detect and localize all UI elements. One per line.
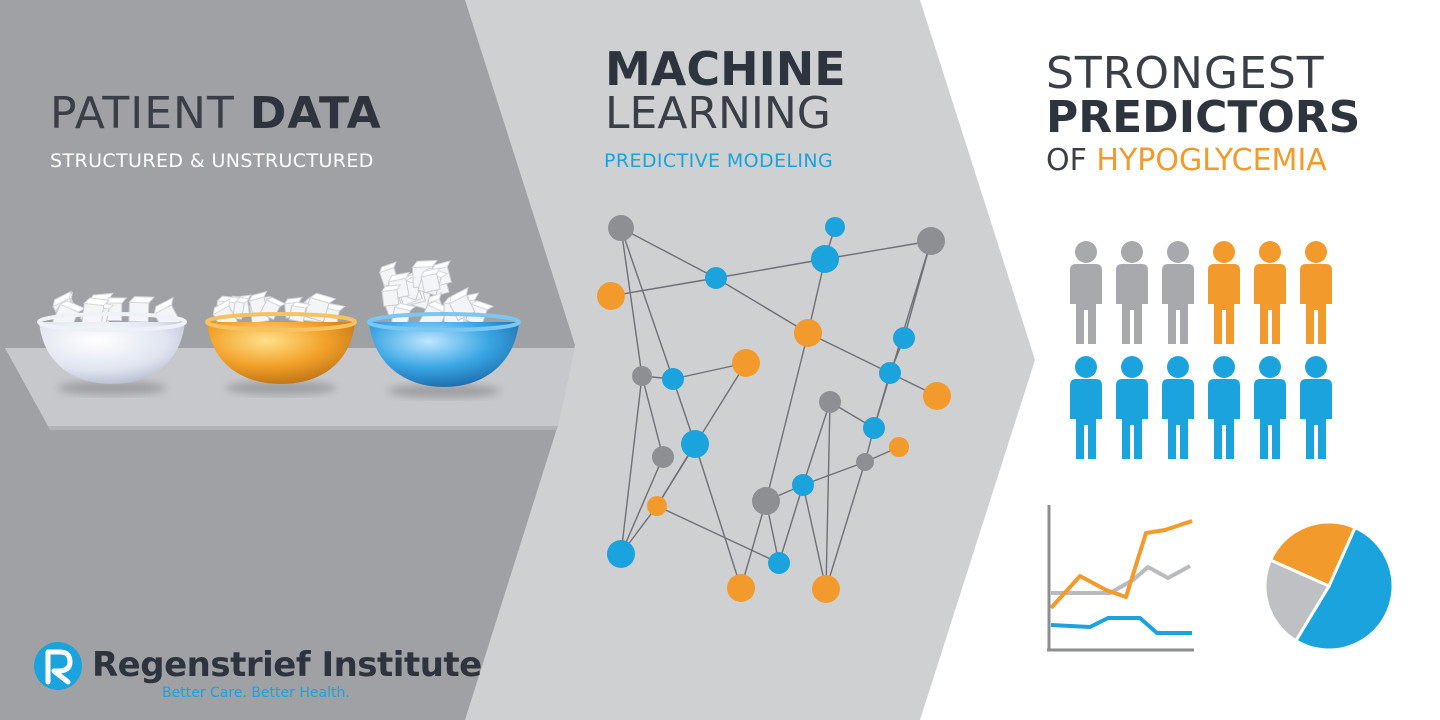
network-node — [879, 362, 901, 384]
patient-data-title: PATIENT DATA — [50, 92, 382, 136]
predictors-title-line3: OF HYPOGLYCEMIA — [1046, 146, 1327, 176]
network-node — [893, 327, 915, 349]
chart-line-orange — [1049, 519, 1193, 610]
sugar-cubes — [378, 259, 495, 332]
machine-learning-title-line1: MACHINE — [605, 42, 846, 96]
network-node — [768, 552, 790, 574]
person-icon — [1208, 241, 1240, 344]
network-node — [923, 382, 951, 410]
network-edge — [740, 500, 767, 589]
person-icon — [1254, 241, 1286, 344]
regenstrief-logo-icon — [34, 642, 82, 690]
network-node — [727, 574, 755, 602]
network-node — [811, 245, 839, 273]
person-icon — [1254, 356, 1286, 459]
network-node — [819, 391, 841, 413]
person-icon — [1070, 241, 1102, 344]
network-node — [652, 446, 674, 468]
pie-slice-orange — [1268, 520, 1358, 588]
network-node — [597, 282, 625, 310]
network-edge — [656, 505, 780, 564]
network-node — [607, 540, 635, 568]
line-chart-icon — [1047, 505, 1194, 652]
network-node — [608, 215, 634, 241]
network-edge — [715, 277, 809, 334]
sugar-bowls — [37, 259, 521, 398]
network-node — [812, 575, 840, 603]
network-edge — [802, 461, 866, 486]
predictors-title-line1: STRONGEST — [1046, 48, 1325, 99]
person-icon — [1116, 241, 1148, 344]
pie-slice-blue — [1293, 525, 1395, 652]
network-edge — [807, 332, 891, 374]
person-icon — [1116, 356, 1148, 459]
network-nodes — [597, 215, 951, 603]
title-bold-part: DATA — [249, 88, 382, 139]
network-edge — [620, 227, 643, 377]
network-node — [794, 319, 822, 347]
title-hypoglycemia: HYPOGLYCEMIA — [1096, 143, 1327, 178]
pie-chart-icon — [1263, 520, 1395, 652]
network-edge — [778, 484, 804, 564]
network-edge — [715, 258, 826, 279]
network-edge — [824, 240, 932, 260]
network-node — [647, 496, 667, 516]
network-edge — [802, 484, 827, 590]
network-node — [889, 437, 909, 457]
network-node — [856, 453, 874, 471]
network-node — [732, 349, 760, 377]
network-edge — [694, 443, 742, 589]
neural-network — [597, 215, 951, 603]
network-node — [705, 267, 727, 289]
network-node — [825, 217, 845, 237]
network-edge — [765, 332, 809, 502]
machine-learning-title-line2: LEARNING — [605, 88, 831, 139]
chart-line-blue — [1050, 616, 1192, 635]
logo-tagline: Better Care. Better Health. — [162, 685, 350, 701]
network-node — [917, 227, 945, 255]
network-node — [792, 474, 814, 496]
orange-bowl — [205, 290, 357, 395]
network-edge — [620, 227, 717, 279]
network-edge — [825, 401, 831, 590]
person-icon — [1208, 356, 1240, 459]
person-icon — [1162, 356, 1194, 459]
network-node — [752, 487, 780, 515]
title-of: OF — [1046, 143, 1097, 178]
network-node — [863, 417, 885, 439]
person-icon — [1300, 356, 1332, 459]
network-edge — [620, 227, 674, 380]
person-icon — [1162, 241, 1194, 344]
network-edge — [825, 461, 866, 590]
person-icon — [1300, 241, 1332, 344]
network-edge — [610, 277, 717, 297]
network-edge — [620, 456, 664, 555]
logo-name: Regenstrief Institute — [92, 645, 482, 685]
people-figures — [1070, 241, 1332, 459]
network-edge — [620, 375, 643, 555]
chart-line-grey — [1051, 564, 1191, 595]
white-bowl — [37, 290, 187, 395]
title-light-part: PATIENT — [50, 88, 250, 139]
network-node — [662, 368, 684, 390]
network-node — [681, 430, 709, 458]
network-node — [632, 366, 652, 386]
blue-bowl — [367, 259, 521, 398]
person-icon — [1070, 356, 1102, 459]
network-edge — [802, 401, 831, 486]
machine-learning-subtitle: PREDICTIVE MODELING — [604, 150, 834, 172]
predictors-title-line2: PREDICTORS — [1046, 92, 1361, 143]
network-edge — [641, 375, 664, 458]
patient-data-subtitle: STRUCTURED & UNSTRUCTURED — [50, 150, 374, 172]
shelf-edge — [48, 426, 558, 430]
